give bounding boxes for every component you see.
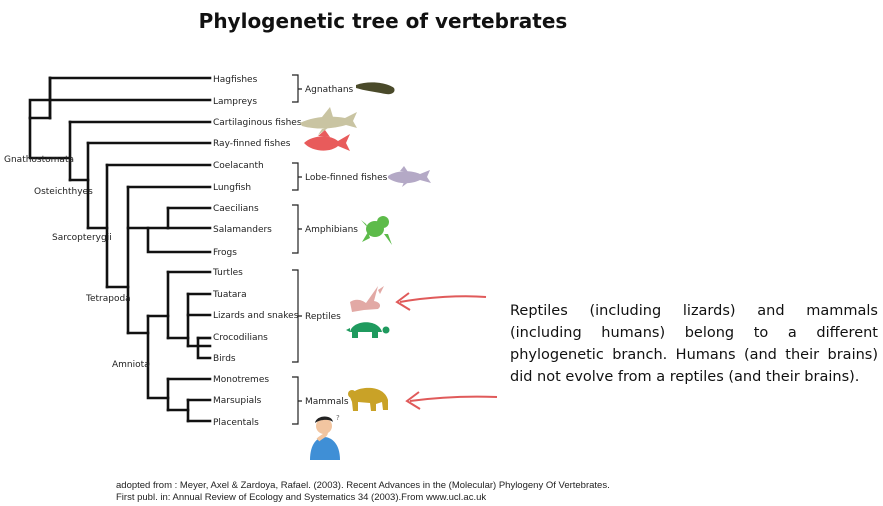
fish-icon: [304, 130, 350, 151]
svg-text:?: ?: [336, 414, 340, 422]
thinking-person-icon: ?: [310, 414, 340, 460]
tree-branches: [28, 76, 212, 423]
taxon-label: Tuatara: [212, 290, 247, 300]
credit-line: First publ. in: Annual Review of Ecology…: [116, 492, 487, 503]
taxon-label: Ray-finned fishes: [213, 139, 291, 149]
node-label: Tetrapoda: [85, 294, 131, 304]
taxon-label: Cartilaginous fishes: [213, 118, 302, 128]
node-label: Gnathostomata: [4, 155, 74, 165]
taxon-label: Crocodilians: [213, 333, 268, 343]
taxon-label: Lizards and snakes: [213, 311, 299, 321]
credit-line: adopted from : Meyer, Axel & Zardoya, Ra…: [116, 480, 610, 491]
group-label-amphibians: Amphibians: [305, 225, 358, 235]
taxon-label: Birds: [213, 354, 236, 364]
coelacanth-icon: [388, 166, 431, 187]
group-label-agnathans: Agnathans: [305, 85, 354, 95]
taxon-label: Frogs: [213, 248, 237, 258]
node-label: Sarcopterygii: [52, 233, 112, 243]
group-label-lobe-finned: Lobe-finned fishes: [305, 173, 388, 183]
bear-icon: [348, 387, 388, 411]
group-label-mammals: Mammals: [305, 397, 349, 407]
taxon-label: Salamanders: [213, 225, 272, 235]
arrow-icon: [395, 292, 487, 311]
node-labels: Gnathostomata Osteichthyes Sarcopterygii…: [4, 155, 150, 370]
taxon-label: Monotremes: [213, 375, 269, 385]
taxon-label: Coelacanth: [213, 161, 264, 171]
taxa-labels: Hagfishes Lampreys Cartilaginous fishes …: [212, 75, 302, 428]
explanation-text: Reptiles (including lizards) and mammals…: [510, 303, 878, 385]
taxon-label: Placentals: [213, 418, 259, 428]
frog-icon: [361, 216, 392, 245]
shark-icon: [300, 107, 357, 135]
node-label: Osteichthyes: [34, 187, 93, 197]
group-labels: Agnathans Lobe-finned fishes Amphibians …: [305, 85, 388, 407]
bird-icon: [350, 286, 384, 312]
taxon-label: Hagfishes: [213, 75, 258, 85]
arrow-icon: [405, 391, 498, 410]
source-credit: adopted from : Meyer, Axel & Zardoya, Ra…: [116, 480, 610, 504]
turtle-icon: [346, 322, 390, 338]
taxon-label: Lampreys: [213, 97, 257, 107]
phylogenetic-tree: Hagfishes Lampreys Cartilaginous fishes …: [4, 74, 498, 460]
taxon-label: Turtles: [212, 268, 243, 278]
eel-icon: [356, 82, 395, 95]
taxon-label: Caecilians: [213, 204, 259, 214]
node-label: Amniota: [112, 360, 150, 370]
taxon-label: Lungfish: [213, 183, 251, 193]
page-title: Phylogenetic tree of vertebrates: [198, 9, 568, 33]
taxon-label: Marsupials: [213, 396, 262, 406]
group-brackets: [292, 74, 302, 425]
group-label-reptiles: Reptiles: [305, 312, 341, 322]
